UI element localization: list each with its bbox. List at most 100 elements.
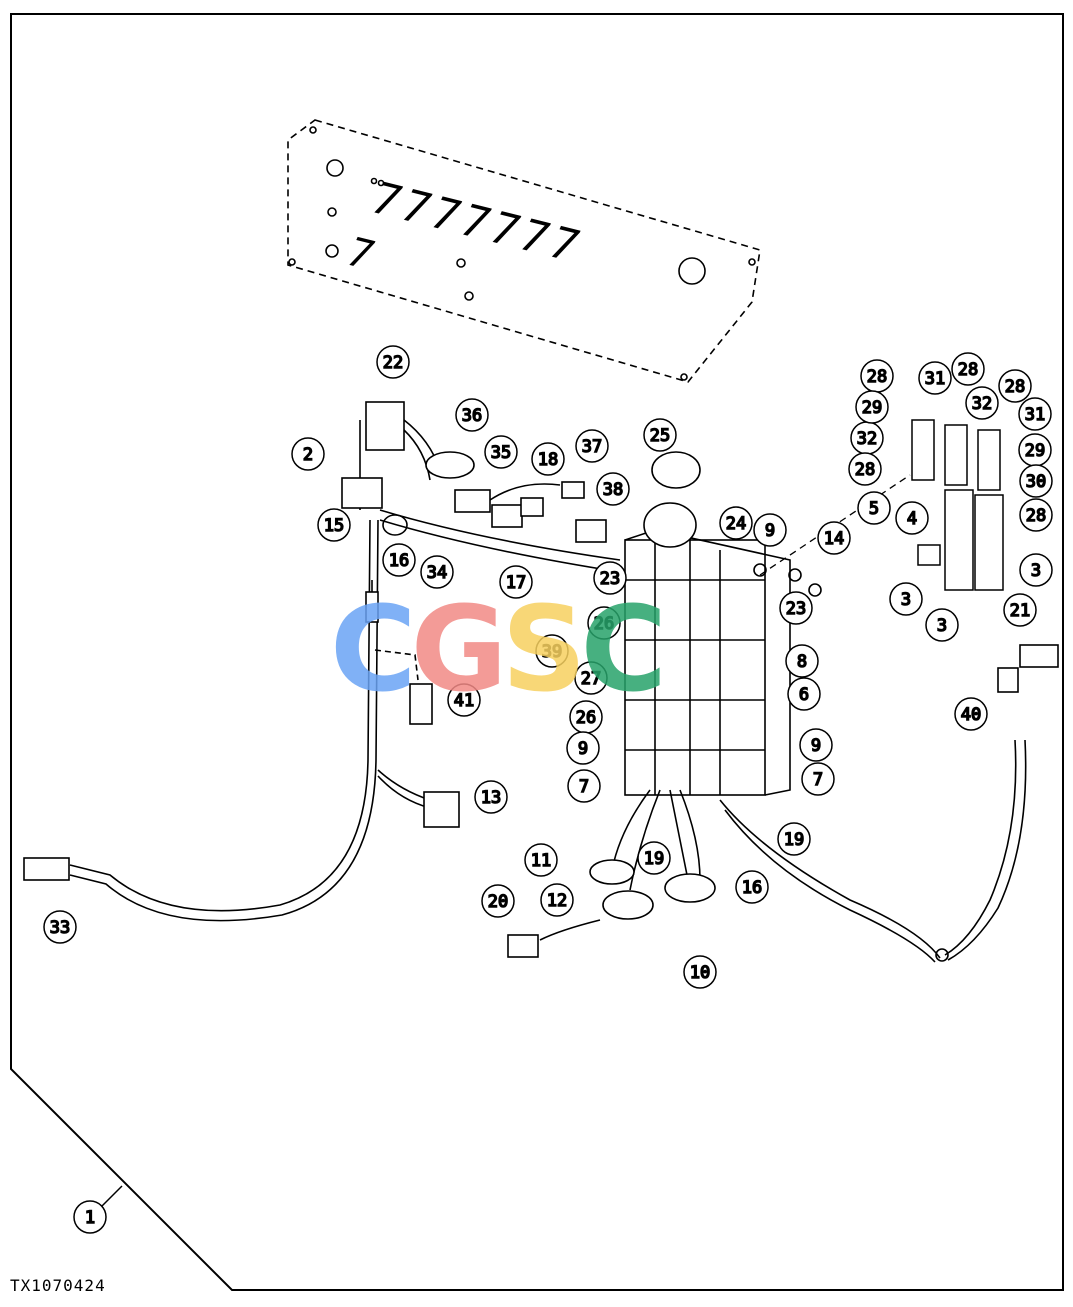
callout-5: 5 xyxy=(857,491,891,525)
callout-circle xyxy=(719,506,753,540)
callout-label: 3 xyxy=(901,590,911,610)
watermark-letter: G xyxy=(410,580,508,718)
callout-label: 28 xyxy=(1026,506,1046,526)
callout-label: 2 xyxy=(303,445,313,465)
callout-37: 37 xyxy=(575,429,609,463)
callout-39: 39 xyxy=(535,634,569,668)
callout-label: 6 xyxy=(799,685,809,705)
callout-circle xyxy=(587,606,621,640)
callout-31: 31 xyxy=(918,361,952,395)
callout-14: 14 xyxy=(817,521,851,555)
callout-label: 27 xyxy=(581,669,601,689)
callout-label: 15 xyxy=(324,516,344,536)
callout-circle xyxy=(895,501,929,535)
callout-circle xyxy=(799,728,833,762)
callout-label: 21 xyxy=(1010,601,1030,621)
callout-label: 7 xyxy=(579,777,589,797)
callout-label: 30 xyxy=(1026,472,1046,492)
callout-circle xyxy=(637,841,671,875)
callout-circle xyxy=(855,390,889,424)
callout-28: 28 xyxy=(998,369,1032,403)
callout-21: 21 xyxy=(1003,593,1037,627)
callout-18: 18 xyxy=(531,442,565,476)
callout-41: 41 xyxy=(447,683,481,717)
callout-circle xyxy=(857,491,891,525)
callout-label: 11 xyxy=(531,851,551,871)
callout-label: 35 xyxy=(491,443,511,463)
callout-32: 32 xyxy=(850,421,884,455)
callout-circle xyxy=(566,731,600,765)
callout-26: 26 xyxy=(569,700,603,734)
callout-label: 32 xyxy=(972,394,992,414)
callout-label: 9 xyxy=(811,736,821,756)
callout-label: 24 xyxy=(726,514,746,534)
callout-label: 31 xyxy=(1025,405,1045,425)
callout-28: 28 xyxy=(848,452,882,486)
callout-label: 29 xyxy=(1025,441,1045,461)
callout-13: 13 xyxy=(474,780,508,814)
callout-label: 39 xyxy=(542,642,562,662)
watermark-letter: S xyxy=(501,580,586,718)
callout-label: 9 xyxy=(765,521,775,541)
callout-15: 15 xyxy=(317,508,351,542)
callout-label: 4 xyxy=(907,509,917,529)
callout-label: 19 xyxy=(784,830,804,850)
callout-label: 18 xyxy=(538,450,558,470)
callout-label: 16 xyxy=(389,551,409,571)
callout-30: 30 xyxy=(1019,464,1053,498)
callout-label: 10 xyxy=(690,963,710,983)
callout-circle xyxy=(1018,397,1052,431)
callout-label: 41 xyxy=(454,691,474,711)
callout-circle xyxy=(499,565,533,599)
callout-circle xyxy=(317,508,351,542)
callout-circle xyxy=(683,955,717,989)
callout-circle xyxy=(420,555,454,589)
callout-36: 36 xyxy=(455,398,489,432)
callout-35: 35 xyxy=(484,435,518,469)
instrument-panel: 7777777 7 xyxy=(287,119,761,383)
callout-9: 9 xyxy=(799,728,833,762)
callout-20: 20 xyxy=(481,884,515,918)
callout-circle xyxy=(540,883,574,917)
callout-7: 7 xyxy=(567,769,601,803)
callout-label: 32 xyxy=(857,429,877,449)
callout-label: 9 xyxy=(578,739,588,759)
watermark-letter: C xyxy=(580,580,667,718)
callout-circle xyxy=(291,437,325,471)
callout-circle xyxy=(1019,553,1053,587)
watermark-letter: C xyxy=(330,580,417,718)
callout-38: 38 xyxy=(596,472,630,506)
callout-label: 26 xyxy=(594,614,614,634)
callout-circle xyxy=(73,1200,107,1234)
callout-circle xyxy=(753,513,787,547)
callout-12: 12 xyxy=(540,883,574,917)
callout-circle xyxy=(376,345,410,379)
harness-cables xyxy=(23,401,1059,963)
callout-label: 31 xyxy=(925,369,945,389)
callout-19: 19 xyxy=(777,822,811,856)
svg-text:7: 7 xyxy=(339,229,382,278)
callout-26: 26 xyxy=(587,606,621,640)
callout-2: 2 xyxy=(291,437,325,471)
callout-circle xyxy=(596,472,630,506)
callout-circle xyxy=(779,591,813,625)
callout-16: 16 xyxy=(382,543,416,577)
callout-circle xyxy=(801,762,835,796)
callout-label: 37 xyxy=(582,437,602,457)
callout-label: 5 xyxy=(869,499,879,519)
callout-28: 28 xyxy=(951,352,985,386)
callout-circle xyxy=(998,369,1032,403)
callout-label: 14 xyxy=(824,529,844,549)
callout-label: 13 xyxy=(481,788,501,808)
callout-40: 40 xyxy=(954,697,988,731)
callout-circle xyxy=(777,822,811,856)
callout-4: 4 xyxy=(895,501,929,535)
callout-33: 33 xyxy=(43,910,77,944)
callout-9: 9 xyxy=(753,513,787,547)
callout-circle xyxy=(535,634,569,668)
callout-10: 10 xyxy=(683,955,717,989)
callout-circle xyxy=(484,435,518,469)
callout-circle xyxy=(735,870,769,904)
callout-1: 1 xyxy=(73,1200,107,1234)
